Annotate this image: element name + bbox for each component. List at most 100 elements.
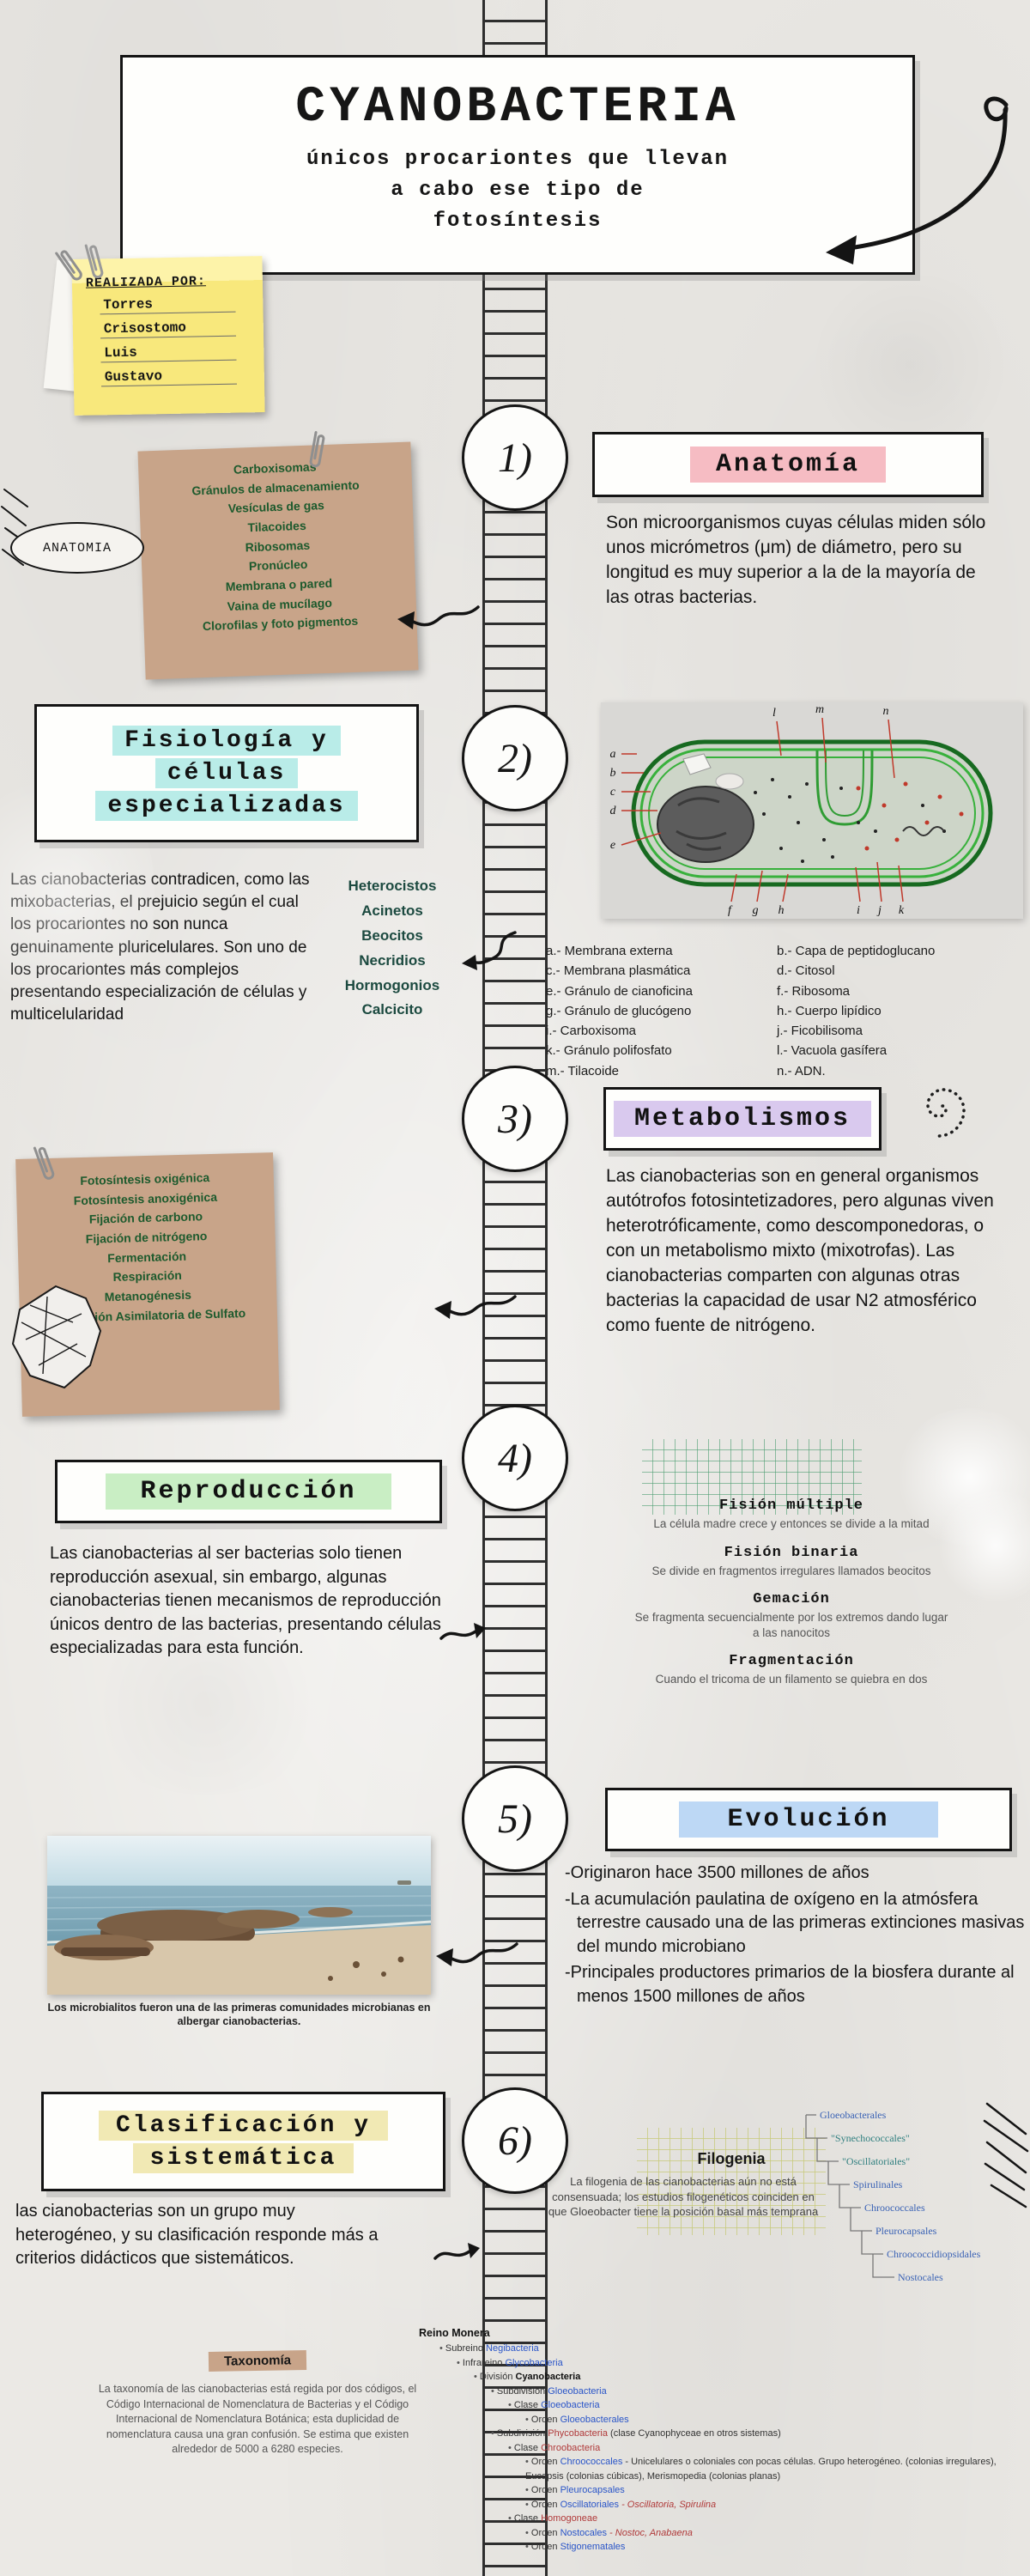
diagram-letter: k — [899, 904, 905, 917]
diagram-label: c.- Membrana plasmática — [546, 963, 691, 979]
page-subtitle: únicos procariontes que llevan a cabo es… — [306, 148, 730, 233]
section6-header: Clasificación y sistemática — [41, 2092, 445, 2191]
diagram-label: k.- Gránulo polifosfato — [546, 1043, 672, 1059]
beach-photo — [47, 1836, 431, 1995]
credits-label: REALIZADA POR: — [85, 274, 207, 291]
method-desc: Se divide en fragmentos irregulares llam… — [651, 1564, 931, 1577]
diagram-label: i.- Carboxisoma — [546, 1024, 637, 1038]
cell-type: Heterocistos — [348, 878, 437, 894]
wavy-arrow-icon — [397, 605, 480, 629]
anatomy-bubble: ANATOMIA — [10, 522, 144, 574]
phylogenetic-tree: Gloeobacterales "Synechococcales" "Oscil… — [803, 2108, 1027, 2290]
method-block: Fisión múltiple La célula madre crece y … — [556, 1498, 1027, 1532]
diagram-letter: c — [610, 786, 616, 799]
evolution-bullet: -Originaron hace 3500 millones de años — [565, 1863, 869, 1882]
page-title: CYANOBACTERIA — [295, 80, 740, 136]
taxonomy-line: Subreino Negibacteria — [419, 2342, 1020, 2356]
grid-doodle — [642, 1439, 862, 1515]
method-desc: Cuando el tricoma de un filamento se qui… — [655, 1673, 928, 1686]
paperclip-icon — [309, 430, 325, 468]
phylo-label: Pleurocapsales — [876, 2225, 937, 2237]
credit-name: Luis — [100, 342, 237, 363]
diagram-letter: n — [883, 705, 889, 718]
spiral-doodle-icon — [926, 1088, 966, 1138]
phylo-label: "Oscillatoriales" — [842, 2155, 911, 2167]
diagram-labels-left: a.- Membrana externa c.- Membrana plasmá… — [546, 941, 776, 1081]
evolution-bullet: -La acumulación paulatina de oxígeno en … — [565, 1889, 1025, 1956]
cell-type: Acinetos — [361, 902, 423, 919]
section5-header: Evolución — [605, 1788, 1012, 1851]
taxonomy-line: Orden Chroococcales - Unicelulares o col… — [419, 2455, 1020, 2483]
step-number: 5) — [498, 1795, 532, 1842]
method-desc: La célula madre crece y entonces se divi… — [653, 1517, 930, 1530]
timeline-step-6: 6) — [462, 2087, 568, 2194]
taxonomy-root: Reino Monera — [419, 2327, 490, 2339]
phylo-label: Chroococcales — [864, 2202, 925, 2214]
diagram-label: j.- Ficobilisoma — [777, 1024, 863, 1038]
diagram-label: l.- Vacuola gasífera — [777, 1043, 888, 1059]
section4-body: Las cianobacterias al ser bacterias solo… — [50, 1544, 441, 1658]
section2-heading-line: células — [154, 758, 299, 788]
photo-caption: Los microbialitos fueron una de las prim… — [47, 2002, 431, 2028]
timeline-step-3: 3) — [462, 1066, 568, 1172]
paperclip-icon — [84, 244, 104, 279]
diagram-label: e.- Gránulo de cianoficina — [546, 983, 693, 999]
phylo-label: Spirulinales — [853, 2178, 903, 2190]
method-name: Gemación — [753, 1591, 830, 1608]
taxonomia-body: La taxonomía de las cianobacterias está … — [98, 2383, 417, 2455]
diagram-letter: h — [779, 904, 785, 917]
section6-heading-line: Clasificación y — [98, 2110, 389, 2141]
step-number: 2) — [498, 735, 532, 781]
phylo-label: "Synechococcales" — [831, 2132, 910, 2144]
step-number: 3) — [498, 1096, 532, 1142]
method-name: Fisión binaria — [724, 1544, 859, 1561]
diagram-letter: e — [610, 839, 615, 852]
method-name: Fragmentación — [729, 1653, 854, 1670]
diagram-label: m.- Tilacoide — [546, 1063, 620, 1078]
background-blotch — [798, 275, 1021, 455]
section1-heading: Anatomía — [689, 447, 887, 483]
section3-body: Las cianobacterias son en general organi… — [606, 1166, 994, 1335]
evolution-bullet: -Principales productores primarios de la… — [565, 1963, 1015, 2006]
diagram-label: g.- Gránulo de glucógeno — [546, 1003, 692, 1018]
curved-arrow-icon — [826, 96, 1009, 264]
diagram-label: n.- ADN. — [777, 1063, 826, 1078]
diagram-label: f.- Ribosoma — [777, 983, 851, 999]
cell-diagram: l m n a b c d e f g h i j k — [601, 702, 1023, 919]
diagram-letter: l — [772, 707, 776, 720]
phylo-label: Chroococcidiopsidales — [887, 2248, 981, 2260]
credit-name: Torres — [100, 294, 236, 315]
credit-name: Crisostomo — [100, 318, 237, 339]
method-desc: Se fragmenta secuencialmente por los ext… — [634, 1611, 948, 1639]
section2-heading-line: especializadas — [95, 791, 358, 821]
diagram-label: a.- Membrana externa — [546, 944, 673, 958]
wavy-arrow-icon — [436, 1942, 518, 1966]
grid-doodle — [637, 2128, 826, 2235]
step-number: 4) — [498, 1435, 532, 1481]
diagram-label: d.- Citosol — [777, 963, 835, 979]
anatomy-note: Carboxisomas Gránulos de almacenamiento … — [137, 441, 419, 680]
diagram-letter: j — [876, 904, 882, 917]
taxonomy-line: Clase Homogoneae — [419, 2512, 1020, 2526]
scribble-doodle — [983, 2102, 1029, 2208]
cell-type: Necridios — [359, 951, 426, 969]
diagram-labels-right: b.- Capa de peptidoglucano d.- Citosol f… — [777, 941, 1030, 1081]
credit-name: Gustavo — [100, 366, 238, 387]
taxonomy-line: Infrareino Glycobacteria — [419, 2356, 1020, 2371]
taxonomy-line: División Cyanobacteria — [419, 2370, 1020, 2385]
taxonomy-tree: Reino Monera Subreino Negibacteria Infra… — [419, 2327, 1020, 2555]
section1-body: Son microorganismos cuyas células miden … — [606, 513, 986, 607]
taxonomia-title-wrap: Taxonomía — [99, 2350, 416, 2372]
diagram-letter: m — [815, 703, 824, 716]
wavy-arrow-icon — [439, 1623, 486, 1640]
taxonomy-line: Orden Gloeobacterales — [419, 2413, 1020, 2427]
anatomy-bubble-label: ANATOMIA — [42, 540, 112, 556]
specialized-cells-list: Heterocistos Acinetos Beocitos Necridios… — [316, 874, 469, 1023]
paperclip-icon — [33, 1146, 55, 1180]
step-number: 6) — [498, 2117, 532, 2164]
diagram-letter: a — [610, 748, 616, 761]
diagram-letter: b — [610, 767, 616, 780]
section2-body: Las cianobacterias contradicen, como las… — [10, 871, 310, 1024]
timeline-step-4: 4) — [462, 1405, 568, 1511]
